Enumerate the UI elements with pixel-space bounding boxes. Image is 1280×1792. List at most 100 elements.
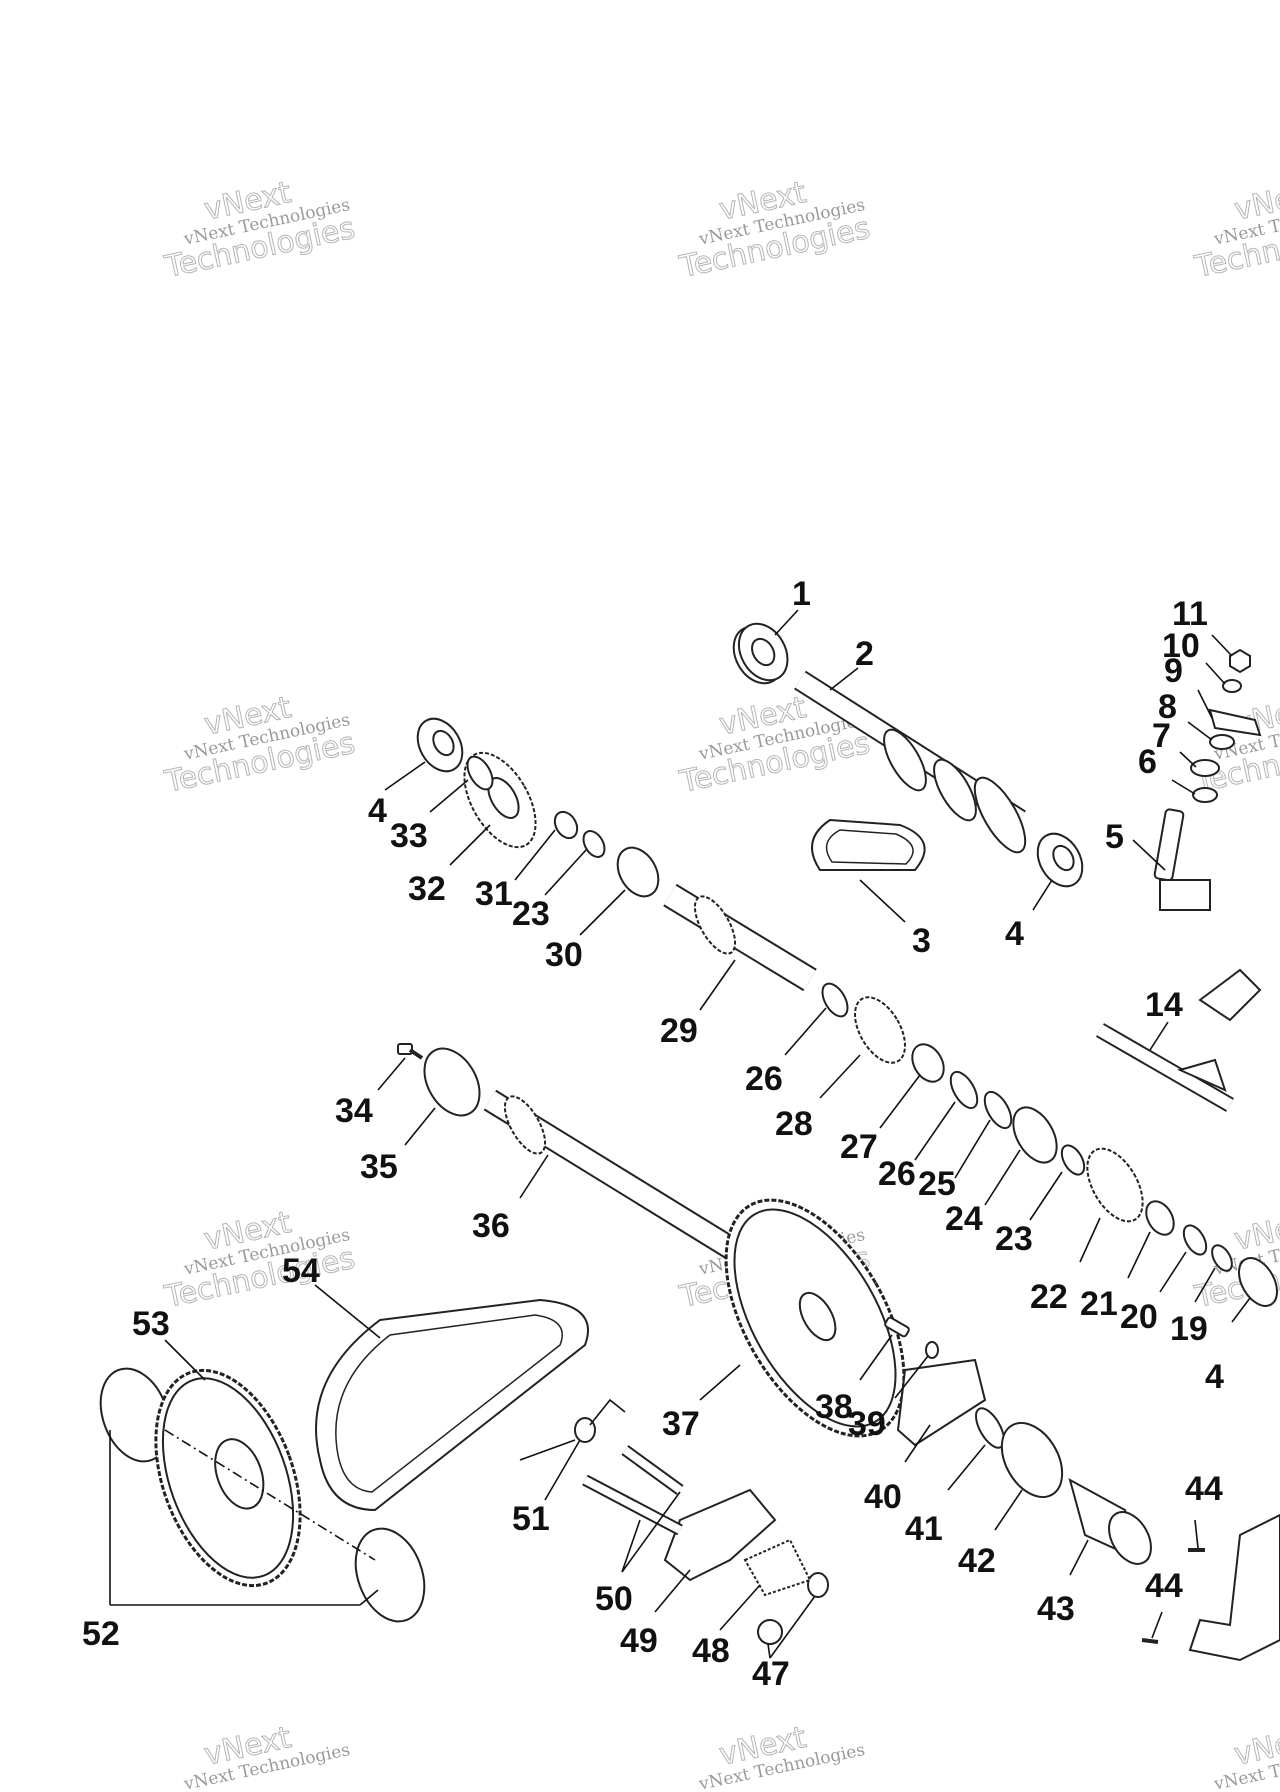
callout-1: 1: [792, 575, 811, 613]
callout-49: 49: [620, 1622, 658, 1660]
callout-35: 35: [360, 1148, 398, 1186]
washer-part: [466, 755, 494, 791]
bushing-part: [553, 810, 579, 840]
callout-10: 10: [1162, 627, 1200, 665]
callout-54: 54: [282, 1252, 320, 1290]
coupler-part: [1068, 1477, 1152, 1565]
washer-part: [1060, 1144, 1086, 1176]
washer-part: [1182, 1224, 1208, 1256]
callout-47: 47: [752, 1655, 790, 1693]
callout-37: 37: [662, 1405, 700, 1443]
callout-4b: 4: [368, 792, 387, 830]
bushing-part: [757, 1619, 783, 1645]
callout-9: 9: [1164, 652, 1183, 690]
watermark: vNext vNext Technologies: [1211, 1720, 1280, 1792]
bolt-part: [397, 1043, 424, 1060]
flange-plate-part: [896, 1358, 987, 1447]
callout-19: 19: [1170, 1310, 1208, 1348]
callout-28: 28: [775, 1105, 813, 1143]
callout-20: 20: [1120, 1298, 1158, 1336]
callout-6: 6: [1138, 743, 1157, 781]
leader-lines: [109, 609, 1251, 1659]
callout-30: 30: [545, 936, 583, 974]
shift-fork-part: [1096, 968, 1262, 1112]
gear-part: [463, 751, 537, 849]
gear-sector-part: [743, 1538, 812, 1597]
callout-7: 7: [1152, 717, 1171, 755]
callout-36: 36: [472, 1207, 510, 1245]
watermark: vNext vNext Technologies Technologies: [161, 1205, 359, 1316]
callout-33: 33: [390, 817, 428, 855]
lever-part: [1208, 708, 1262, 737]
large-gear-part: [724, 1198, 906, 1438]
callout-51: 51: [512, 1500, 550, 1538]
oring-part: [1190, 759, 1220, 777]
circlip-part: [821, 982, 849, 1018]
callout-34: 34: [335, 1092, 373, 1130]
callout-38: 38: [815, 1388, 853, 1426]
bearing-part: [1036, 832, 1084, 888]
dog-clutch-part: [1012, 1106, 1058, 1164]
counter-shaft-part: [663, 883, 817, 992]
watermark: vNext vNext Technologies Technologies: [676, 175, 874, 286]
bearing-part: [416, 717, 464, 773]
watermark: vNext vNext Technologies Technologies: [161, 175, 359, 286]
callout-labels: 1 2 3 4 5 6 7 8 9 10 11 14 19 20 21 22 2…: [82, 575, 1224, 1693]
bearing-part: [1000, 1422, 1064, 1498]
watermark: vNext vNext Technologies Technologies: [161, 690, 359, 801]
callout-5: 5: [1105, 818, 1124, 856]
bracket-part: [1141, 1513, 1280, 1662]
output-shaft-part: [483, 1089, 757, 1271]
spring-part: [519, 1398, 626, 1461]
callout-43: 43: [1037, 1590, 1075, 1628]
bushing-part: [1145, 1200, 1175, 1236]
callout-4c: 4: [1205, 1358, 1224, 1396]
gear-part: [854, 996, 906, 1064]
bearing-part: [354, 1527, 426, 1623]
callout-22: 22: [1030, 1278, 1068, 1316]
hub-part: [616, 846, 660, 898]
callout-53: 53: [132, 1305, 170, 1343]
circlip-part: [983, 1090, 1013, 1130]
parts-layer: [99, 622, 1280, 1662]
callout-8: 8: [1158, 688, 1177, 726]
callout-23b: 23: [512, 895, 550, 933]
callout-48: 48: [692, 1632, 730, 1670]
callout-29: 29: [660, 1012, 698, 1050]
callout-42: 42: [958, 1542, 996, 1580]
callout-27: 27: [840, 1128, 878, 1166]
callout-26: 26: [878, 1155, 916, 1193]
callout-32: 32: [408, 870, 446, 908]
bolt-part: [884, 1316, 910, 1338]
washer-part: [1211, 1244, 1233, 1272]
lever-arm-part: [663, 1488, 777, 1582]
callout-4: 4: [1005, 915, 1024, 953]
bushing-part: [807, 1572, 829, 1598]
callout-39: 39: [848, 1405, 886, 1443]
callout-44b: 44: [1145, 1567, 1183, 1605]
watermark: vNext vNext Technologies: [181, 1720, 351, 1792]
drive-chain-part: [315, 1298, 589, 1512]
callout-14: 14: [1145, 986, 1183, 1024]
watermark: vNext vNext Technologies: [696, 1720, 866, 1792]
washer-part: [925, 1341, 939, 1359]
sprocket-part: [154, 1368, 302, 1588]
shift-shaft-part: [1153, 808, 1211, 911]
chain-part: [811, 818, 926, 871]
callout-50: 50: [595, 1580, 633, 1618]
nut-part: [1229, 648, 1251, 674]
washer-part: [1222, 679, 1242, 693]
main-shaft-part: [794, 670, 1027, 854]
washer-part: [1192, 787, 1218, 803]
bushing-part: [911, 1043, 945, 1083]
callout-26b: 26: [745, 1060, 783, 1098]
bearing-part: [732, 622, 789, 685]
callout-41: 41: [905, 1510, 943, 1548]
callout-25: 25: [918, 1165, 956, 1203]
bearing-part: [423, 1047, 481, 1117]
callout-52: 52: [82, 1615, 120, 1653]
washer-part: [1209, 734, 1235, 750]
center-line: [164, 1429, 376, 1561]
callout-31: 31: [475, 875, 513, 913]
